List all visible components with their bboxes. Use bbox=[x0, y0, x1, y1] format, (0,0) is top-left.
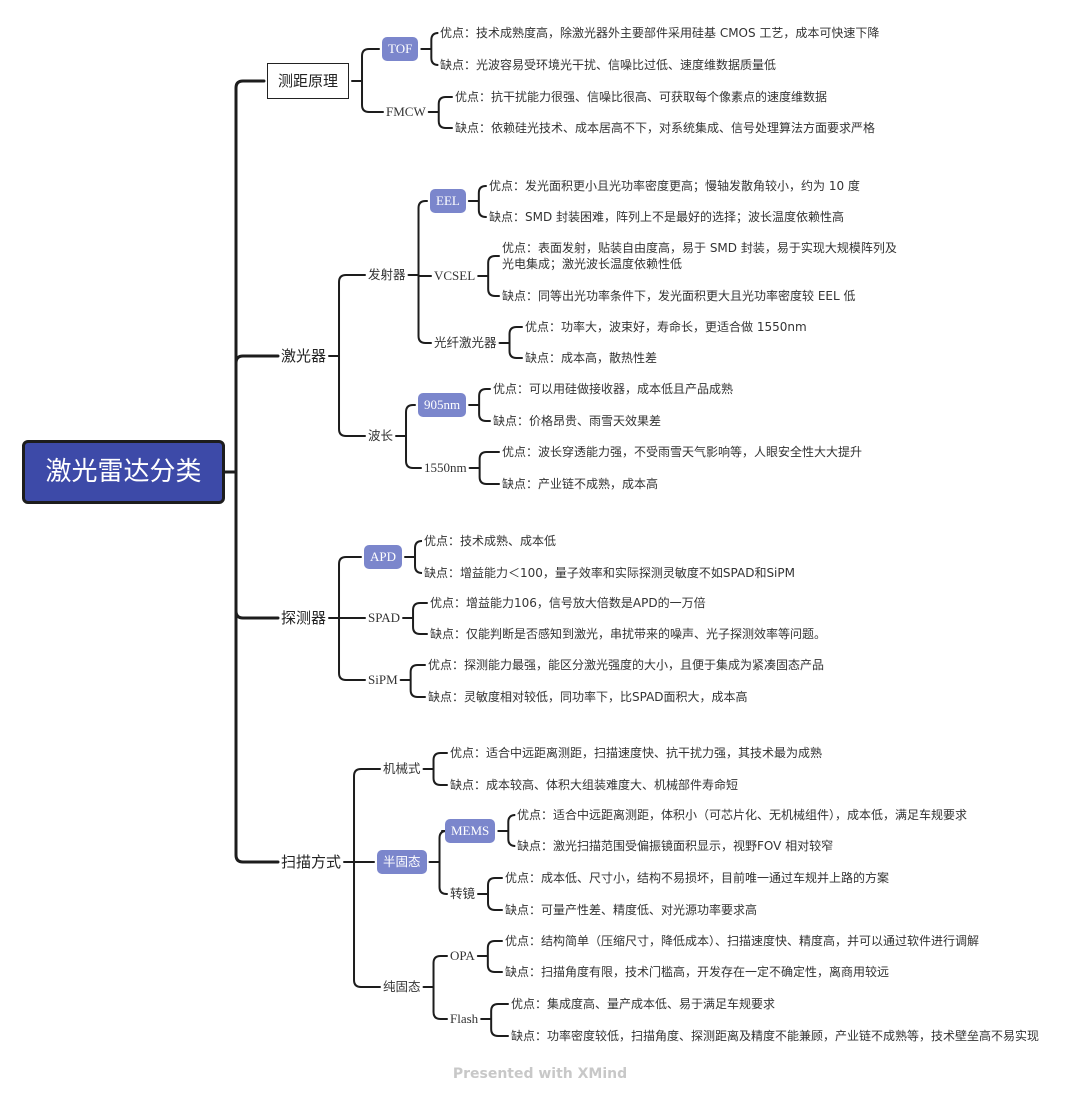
xmind-watermark: Presented with XMind bbox=[452, 1066, 628, 1082]
1550nm-pro[interactable]: 优点：波长穿透能力强，不受雨雪天气影响等，人眼安全性大大提升 bbox=[502, 445, 863, 459]
tof-con[interactable]: 缺点：光波容易受环境光干扰、信噪比过低、速度维数据质量低 bbox=[440, 58, 777, 72]
mems-pro[interactable]: 优点：适合中远距离测距，体积小（可芯片化、无机械组件），成本低，满足车规要求 bbox=[517, 808, 968, 822]
topic-eel[interactable]: EEL bbox=[430, 189, 466, 213]
topic-1550nm[interactable]: 1550nm bbox=[424, 460, 467, 475]
tof-pro[interactable]: 优点：技术成熟度高，除激光器外主要部件采用硅基 CMOS 工艺，成本可快速下降 bbox=[440, 26, 880, 40]
topic-laser[interactable]: 激光器 bbox=[281, 347, 327, 365]
connector-b3 bbox=[343, 768, 381, 988]
vcsel-con[interactable]: 缺点：同等出光功率条件下，发光面积更大且光功率密度较 EEL 低 bbox=[502, 289, 856, 303]
905nm-con[interactable]: 缺点：价格昂贵、雨雪天效果差 bbox=[493, 414, 662, 428]
topic-flash[interactable]: Flash bbox=[450, 1011, 479, 1026]
connector-b0-0 bbox=[420, 32, 439, 66]
root-topic[interactable]: 激光雷达分类 bbox=[22, 440, 225, 504]
spad-pro[interactable]: 优点：增益能力106，信号放大倍数是APD的一万倍 bbox=[430, 596, 706, 610]
connector-b1-0-1 bbox=[477, 255, 500, 297]
topic-apd[interactable]: APD bbox=[364, 545, 403, 569]
connector-b2-2 bbox=[399, 664, 426, 698]
connector-b0-1 bbox=[427, 96, 453, 129]
connector-b3-2 bbox=[422, 955, 448, 1020]
fmcw-pro[interactable]: 优点：抗干扰能力很强、信噪比很高、可获取每个像素点的速度维数据 bbox=[455, 90, 828, 104]
mems-con[interactable]: 缺点：激光扫描范围受偏振镜面积显示，视野FOV 相对较窄 bbox=[517, 839, 834, 853]
connector-b2 bbox=[328, 556, 366, 681]
fiber-laser-con[interactable]: 缺点：成本高，散热性差 bbox=[525, 351, 658, 365]
connector-b1-1 bbox=[395, 404, 422, 469]
connector-b1-0 bbox=[407, 200, 432, 344]
905nm-pro[interactable]: 优点：可以用硅做接收器，成本低且产品成熟 bbox=[493, 382, 734, 396]
1550nm-con[interactable]: 缺点：产业链不成熟，成本高 bbox=[502, 477, 659, 491]
connector-b3-2-0 bbox=[476, 940, 503, 973]
vcsel-pro[interactable]: 优点：表面发射，贴装自由度高，易于 SMD 封装，易于实现大规模阵列及光电集成；… bbox=[502, 241, 897, 271]
connector-b1 bbox=[328, 274, 366, 437]
topic-fiber-laser[interactable]: 光纤激光器 bbox=[434, 335, 497, 350]
connector-b3-1 bbox=[428, 830, 448, 895]
topic-detector[interactable]: 探测器 bbox=[281, 609, 327, 627]
topic-fmcw[interactable]: FMCW bbox=[386, 104, 426, 119]
connector-b1-0-2 bbox=[498, 326, 523, 359]
opa-pro[interactable]: 优点：结构简单（压缩尺寸，降低成本）、扫描速度快、精度高，并可以通过软件进行调解 bbox=[505, 934, 980, 948]
flash-pro[interactable]: 优点：集成度高、量产成本低、易于满足车规要求 bbox=[511, 997, 776, 1011]
eel-pro[interactable]: 优点：发光面积更小且光功率密度更高；慢轴发散角较小，约为 10 度 bbox=[489, 179, 860, 193]
connector-b1-1-1 bbox=[468, 451, 500, 485]
topic-wavelength[interactable]: 波长 bbox=[368, 428, 394, 443]
mechanical-con[interactable]: 缺点：成本较高、体积大组装难度大、机械部件寿命短 bbox=[450, 778, 739, 792]
topic-spad[interactable]: SPAD bbox=[368, 610, 401, 625]
apd-pro[interactable]: 优点：技术成熟、成本低 bbox=[424, 534, 557, 548]
mechanical-pro[interactable]: 优点：适合中远距离测距，扫描速度快、抗干扰力强，其技术最为成熟 bbox=[450, 746, 823, 760]
connector-b1-0-0 bbox=[467, 185, 487, 218]
connector-b3-1-0 bbox=[497, 814, 516, 847]
topic-ranging-principle[interactable]: 测距原理 bbox=[267, 63, 350, 99]
flash-con[interactable]: 缺点：功率密度较低，扫描角度、探测距离及精度不能兼顾，产业链不成熟等，技术壁垒高… bbox=[511, 1029, 1040, 1043]
fiber-laser-pro[interactable]: 优点：功率大，波束好，寿命长，更适合做 1550nm bbox=[525, 320, 807, 334]
topic-solid-state[interactable]: 纯固态 bbox=[383, 979, 421, 994]
topic-mems[interactable]: MEMS bbox=[445, 819, 496, 843]
connector-b0 bbox=[351, 48, 384, 113]
opa-con[interactable]: 缺点：扫描角度有限，技术门槛高，开发存在一定不确定性，离商用较远 bbox=[505, 965, 890, 979]
connector-b2-1 bbox=[402, 602, 428, 635]
topic-rotating-mirror[interactable]: 转镜 bbox=[450, 886, 476, 901]
topic-905nm[interactable]: 905nm bbox=[418, 393, 467, 417]
sipm-con[interactable]: 缺点：灵敏度相对较低，同功率下，比SPAD面积大，成本高 bbox=[428, 690, 748, 704]
topic-mechanical[interactable]: 机械式 bbox=[383, 761, 421, 776]
connector-b3-1-1 bbox=[477, 877, 503, 911]
topic-sipm[interactable]: SiPM bbox=[368, 672, 398, 687]
topic-tof[interactable]: TOF bbox=[382, 37, 419, 61]
fmcw-con[interactable]: 缺点：依赖硅光技术、成本居高不下，对系统集成、信号处理算法方面要求严格 bbox=[455, 121, 876, 135]
topic-emitter[interactable]: 发射器 bbox=[368, 267, 406, 282]
connector-r bbox=[223, 79, 280, 864]
apd-con[interactable]: 缺点：增益能力＜100，量子效率和实际探测灵敏度不如SPAD和SiPM bbox=[424, 566, 795, 580]
topic-semi-solid-state[interactable]: 半固态 bbox=[377, 850, 427, 874]
sipm-pro[interactable]: 优点：探测能力最强，能区分激光强度的大小，且便于集成为紧凑固态产品 bbox=[428, 658, 825, 672]
eel-con[interactable]: 缺点：SMD 封装困难，阵列上不是最好的选择；波长温度依赖性高 bbox=[489, 210, 845, 224]
topic-vcsel[interactable]: VCSEL bbox=[434, 268, 476, 283]
connector-b1-1-0 bbox=[468, 388, 491, 422]
spad-con[interactable]: 缺点：仅能判断是否感知到激光，串扰带来的噪声、光子探测效率等问题。 bbox=[430, 627, 827, 641]
topic-opa[interactable]: OPA bbox=[450, 948, 475, 963]
connector-b3-2-1 bbox=[480, 1003, 509, 1037]
topic-scanning-method[interactable]: 扫描方式 bbox=[281, 853, 342, 871]
rotating-mirror-pro[interactable]: 优点：成本低、尺寸小，结构不易损坏，目前唯一通过车规并上路的方案 bbox=[505, 871, 890, 885]
connector-b2-0 bbox=[404, 540, 423, 574]
rotating-mirror-con[interactable]: 缺点：可量产性差、精度低、对光源功率要求高 bbox=[505, 903, 758, 917]
connector-b3-0 bbox=[422, 752, 448, 786]
